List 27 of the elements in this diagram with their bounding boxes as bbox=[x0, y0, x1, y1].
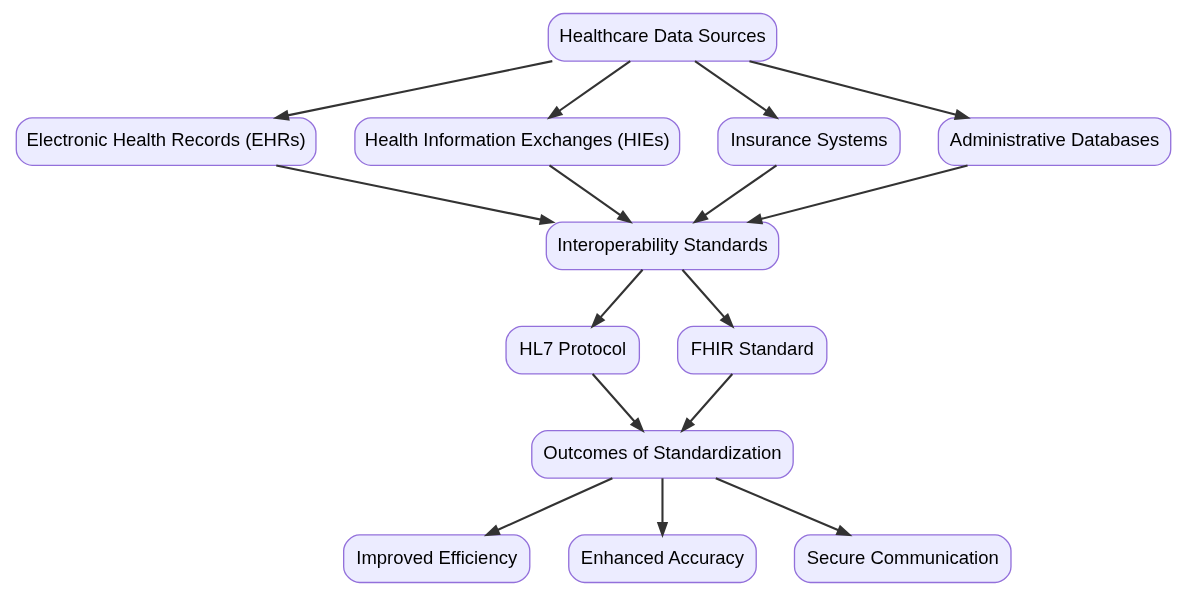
arrow bbox=[656, 478, 668, 539]
arrow bbox=[548, 164, 633, 224]
node-box: Interoperability Standards bbox=[545, 221, 779, 271]
arrow bbox=[546, 60, 631, 120]
node-box: Insurance Systems bbox=[716, 117, 901, 166]
arrow bbox=[714, 477, 852, 537]
arrow bbox=[691, 164, 777, 224]
arrow bbox=[589, 269, 643, 329]
node-box: Outcomes of Standardization bbox=[530, 430, 794, 479]
arrow bbox=[745, 164, 968, 225]
node-box: Administrative Databases bbox=[937, 117, 1171, 166]
node-box: Secure Communication bbox=[793, 534, 1012, 584]
arrow bbox=[693, 60, 779, 120]
node-box: Enhanced Accuracy bbox=[567, 534, 757, 584]
node-box: FHIR Standard bbox=[676, 325, 827, 375]
node-box: Health Information Exchanges (HIEs) bbox=[353, 117, 680, 166]
arrow bbox=[679, 373, 733, 433]
arrow bbox=[748, 60, 971, 120]
node-box: Improved Efficiency bbox=[342, 534, 530, 584]
node-box: Healthcare Data Sources bbox=[547, 12, 777, 62]
node-box: HL7 Protocol bbox=[504, 325, 640, 375]
arrow bbox=[275, 164, 556, 225]
arrow bbox=[272, 60, 552, 121]
arrow bbox=[483, 477, 613, 537]
node-box: Electronic Health Records (EHRs) bbox=[15, 117, 317, 166]
arrow bbox=[681, 269, 734, 329]
arrow bbox=[591, 373, 645, 433]
